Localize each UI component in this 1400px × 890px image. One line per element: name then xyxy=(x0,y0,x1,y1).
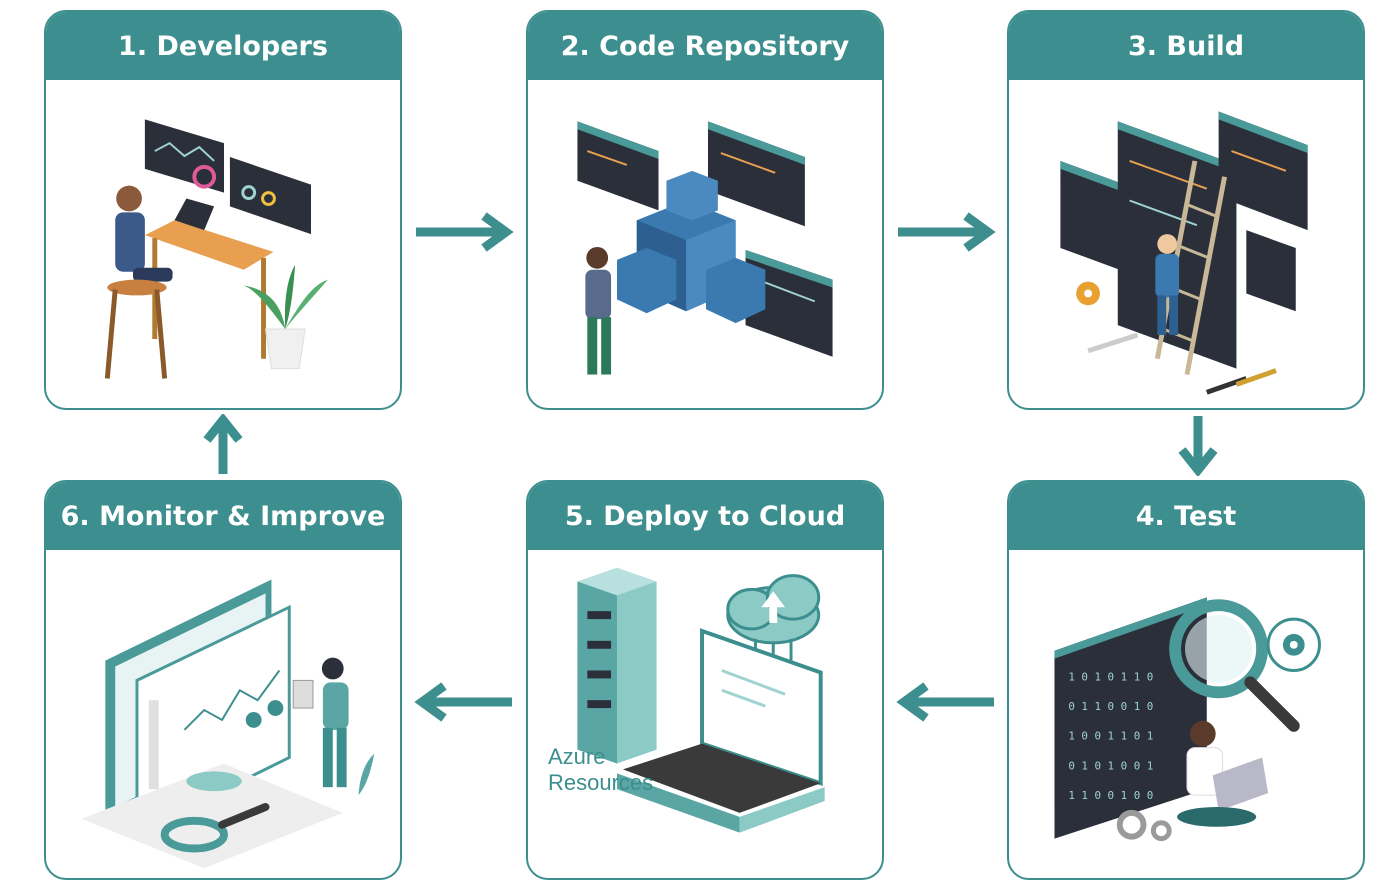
step-title: 5. Deploy to Cloud xyxy=(528,482,882,550)
step-card-developers: 1. Developers xyxy=(44,10,402,410)
step-card-test: 4. Test 1 0 1 0 1 1 0 0 1 1 0 0 1 0 1 0 … xyxy=(1007,480,1365,880)
svg-text:1 1 0 0 1 0 0: 1 1 0 0 1 0 0 xyxy=(1068,789,1153,802)
azure-label-line: Azure xyxy=(548,744,606,769)
step-title: 4. Test xyxy=(1009,482,1363,550)
arrow-right-icon xyxy=(416,212,514,252)
arrow-up-icon xyxy=(203,414,243,474)
arrow-down-icon xyxy=(1178,416,1218,476)
svg-text:1 0 0 1 1 0 1: 1 0 0 1 1 0 1 xyxy=(1068,730,1153,743)
step-title: 6. Monitor & Improve xyxy=(46,482,400,550)
step-title: 1. Developers xyxy=(46,12,400,80)
svg-text:0 1 1 0 0 1 0: 0 1 1 0 0 1 0 xyxy=(1068,700,1153,713)
step-card-monitor-improve: 6. Monitor & Improve xyxy=(44,480,402,880)
arrow-left-icon xyxy=(414,682,512,722)
azure-resources-label: Azure Resources xyxy=(548,744,653,796)
svg-text:1 0 1 0 1 1 0: 1 0 1 0 1 1 0 xyxy=(1068,670,1153,683)
test-illustration: 1 0 1 0 1 1 0 0 1 1 0 0 1 0 1 0 0 1 1 0 … xyxy=(1054,597,1321,842)
deploy-illustration xyxy=(577,567,825,833)
step-title: 2. Code Repository xyxy=(528,12,882,80)
monitor-illustration xyxy=(81,579,375,869)
developer-illustration xyxy=(104,119,328,379)
svg-text:0 1 0 1 0 0 1: 0 1 0 1 0 0 1 xyxy=(1068,759,1153,772)
azure-label-line: Resources xyxy=(548,770,654,795)
step-card-build: 3. Build xyxy=(1007,10,1365,410)
build-illustration xyxy=(1060,111,1308,395)
step-card-code-repository: 2. Code Repository xyxy=(526,10,884,410)
step-title: 3. Build xyxy=(1009,12,1363,80)
arrow-left-icon xyxy=(896,682,994,722)
step-card-deploy-to-cloud: 5. Deploy to Cloud Azure Resources xyxy=(526,480,884,880)
code-repository-illustration xyxy=(577,121,833,375)
arrow-right-icon xyxy=(898,212,996,252)
